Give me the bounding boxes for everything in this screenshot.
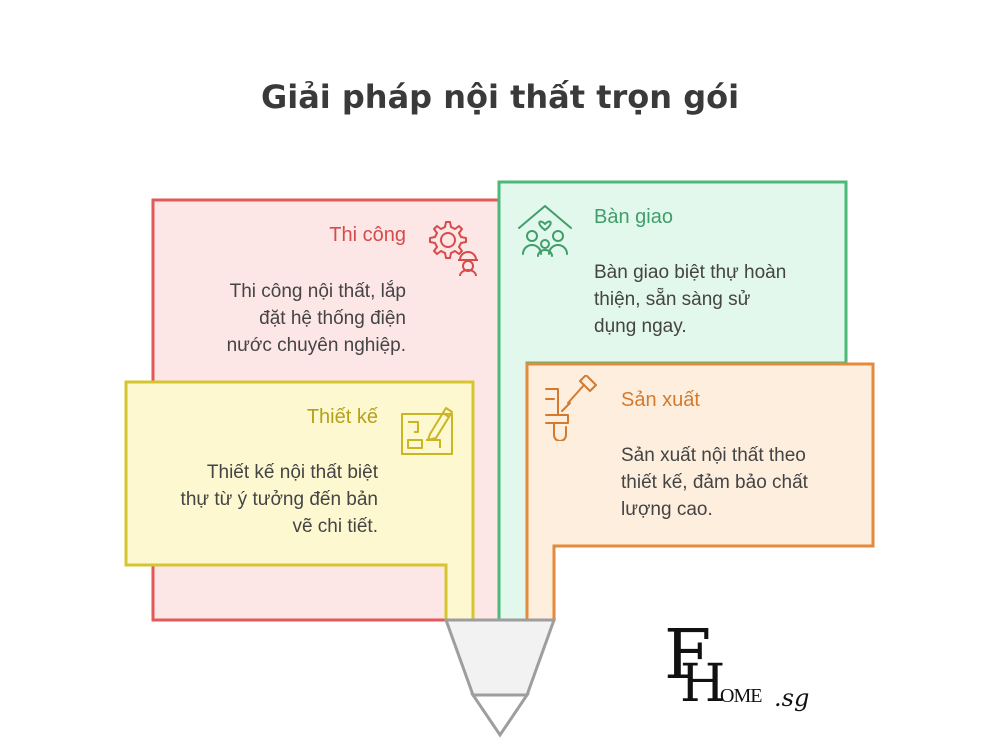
fhome-logo: F H OME .sg [664, 622, 824, 718]
card-ban-giao-title: Bàn giao [594, 206, 673, 228]
body-line: thiện, sẵn sàng sử [594, 289, 751, 310]
funnel-tip [470, 693, 530, 738]
body-line: Bàn giao biệt thự hoàn [594, 262, 787, 283]
body-line: vẽ chi tiết. [292, 516, 378, 537]
card-ban-giao-body: Bàn giao biệt thự hoàn thiện, sẵn sàng s… [594, 259, 834, 340]
card-thiet-ke-title: Thiết kế [306, 406, 378, 428]
logo-letter-f: F [664, 616, 712, 695]
card-san-xuat-body: Sản xuất nội thất theo thiết kế, đảm bảo… [621, 442, 861, 523]
logo-text: OME [720, 685, 762, 707]
logo-letter-h: H [680, 654, 726, 714]
card-thi-cong-title: Thi công [329, 224, 406, 246]
tools-icon [545, 375, 597, 441]
body-line: thự từ ý tưởng đến bản [180, 489, 378, 510]
funnel-top [443, 618, 557, 697]
body-line: Thiết kế nội thất biệt [206, 462, 378, 483]
body-line: Sản xuất nội thất theo [621, 445, 806, 466]
gear-worker-icon [429, 221, 478, 276]
body-line: đặt hệ thống điện [259, 308, 406, 329]
card-thi-cong-body: Thi công nội thất, lắp đặt hệ thống điện… [160, 278, 406, 359]
page-title: Giải pháp nội thất trọn gói [260, 78, 740, 116]
logo-suffix: .sg [774, 684, 810, 712]
body-line: thiết kế, đảm bảo chất [621, 472, 808, 493]
card-san-xuat-title: Sản xuất [621, 389, 700, 411]
family-home-icon [518, 205, 572, 257]
body-line: nước chuyên nghiệp. [226, 335, 406, 356]
blueprint-pencil-icon [401, 407, 453, 455]
card-thiet-ke-body: Thiết kế nội thất biệt thự từ ý tưởng đế… [134, 459, 378, 540]
body-line: Thi công nội thất, lắp [229, 281, 406, 302]
body-line: dụng ngay. [594, 316, 687, 337]
body-line: lượng cao. [621, 499, 713, 520]
